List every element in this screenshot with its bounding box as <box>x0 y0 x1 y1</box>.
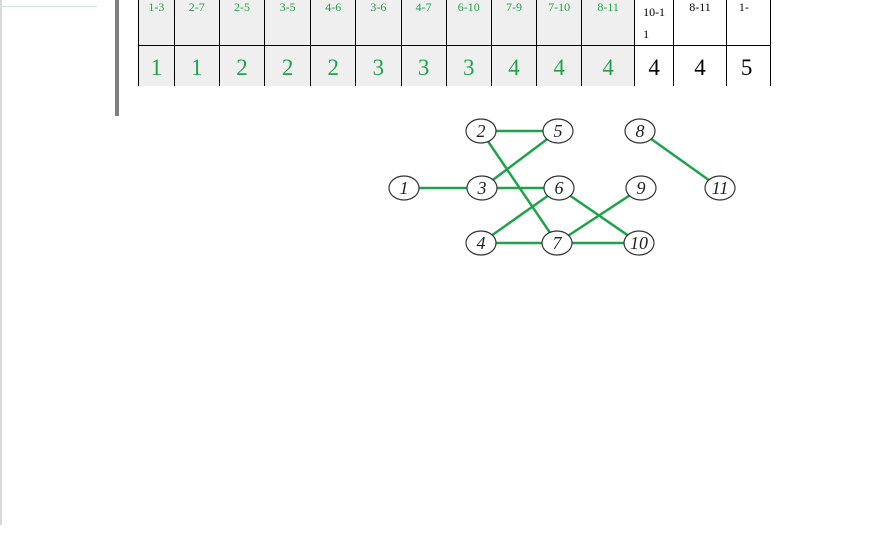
top-left-rule <box>0 0 97 7</box>
weight-cell: 4 <box>490 45 538 86</box>
weight-cell: 2 <box>264 45 312 86</box>
edge-cell: 4-7 <box>400 0 447 46</box>
edge-weight-table-container: 1-3 2-7 2-5 3-5 4-6 3-6 4-7 6-10 7-9 7-1… <box>138 0 771 86</box>
edge-cell: 8-11 <box>581 0 636 46</box>
graph-node-2: 2 <box>465 118 497 144</box>
graph-node-circle <box>541 230 573 256</box>
vertical-divider-bar <box>115 0 119 116</box>
weight-cell: 2 <box>310 45 357 86</box>
graph-node-label: 10 <box>630 233 648 253</box>
graph-node-5: 5 <box>542 118 574 144</box>
edge-cell: 1- <box>725 0 771 46</box>
graph-node-3: 3 <box>466 175 498 201</box>
edge-cell: 7-10 <box>536 0 583 46</box>
edge-cell: 7-9 <box>490 0 538 46</box>
edge-cell: 2-7 <box>173 0 220 46</box>
graph-edge-4-6 <box>480 186 560 245</box>
graph-node-circle <box>625 175 657 201</box>
weight-cell: 4 <box>581 45 636 86</box>
graph-node-9: 9 <box>625 175 657 201</box>
edge-cell: 8-11 <box>673 0 727 46</box>
graph-node-label: 6 <box>555 178 564 198</box>
edge-cell: 10-11 <box>634 0 675 46</box>
left-page-border <box>0 0 2 525</box>
graph-node-circle <box>388 175 420 201</box>
edge-weight-table: 1-3 2-7 2-5 3-5 4-6 3-6 4-7 6-10 7-9 7-1… <box>138 0 771 86</box>
graph-node-circle <box>624 118 656 144</box>
weight-cell: 3 <box>445 45 492 86</box>
edge-cell: 1-3 <box>138 0 175 46</box>
weight-cell: 4 <box>536 45 583 86</box>
graph-node-circle <box>466 175 498 201</box>
graph-node-circle <box>623 230 655 256</box>
graph-node-label: 9 <box>637 178 646 198</box>
weight-cell: 5 <box>725 45 771 86</box>
graph-node-7: 7 <box>541 230 573 256</box>
edge-cell-label: 10-11 <box>643 5 666 41</box>
weight-cell: 2 <box>218 45 266 86</box>
graph-node-11: 11 <box>704 175 736 201</box>
graph-node-circle <box>465 230 497 256</box>
graph-node-label: 8 <box>636 121 645 141</box>
weight-cell: 1 <box>138 45 175 86</box>
graph-node-1: 1 <box>388 175 420 201</box>
graph-node-label: 2 <box>477 121 486 141</box>
graph-node-label: 4 <box>477 233 486 253</box>
edge-cell: 3-6 <box>355 0 402 46</box>
graph-node-circle <box>465 118 497 144</box>
graph-edge-7-9 <box>556 186 642 245</box>
graph-node-10: 10 <box>623 230 655 256</box>
graph-node-8: 8 <box>624 118 656 144</box>
weight-row: 1 1 2 2 2 3 3 3 4 4 4 4 4 5 <box>138 45 771 86</box>
graph-node-label: 7 <box>553 233 563 253</box>
weight-cell: 4 <box>673 45 727 86</box>
graph-node-circle <box>704 175 736 201</box>
graph-node-label: 5 <box>554 121 563 141</box>
graph-node-4: 4 <box>465 230 497 256</box>
graph-node-label: 1 <box>400 178 409 198</box>
graph-nodes: 1 2 3 4 5 6 7 8 9 10 11 <box>388 118 736 256</box>
graph-node-circle <box>543 175 575 201</box>
graph-edge-8-11 <box>639 129 721 190</box>
weight-cell: 3 <box>400 45 447 86</box>
weight-cell: 4 <box>634 45 675 86</box>
graph-edge-3-5 <box>481 130 559 189</box>
graph-node-label: 3 <box>477 178 487 198</box>
graph-node-label: 11 <box>712 178 729 198</box>
graph-node-6: 6 <box>543 175 575 201</box>
weight-cell: 1 <box>173 45 220 86</box>
edge-cell: 6-10 <box>445 0 492 46</box>
graph-node-circle <box>542 118 574 144</box>
edge-label-row: 1-3 2-7 2-5 3-5 4-6 3-6 4-7 6-10 7-9 7-1… <box>138 0 771 46</box>
